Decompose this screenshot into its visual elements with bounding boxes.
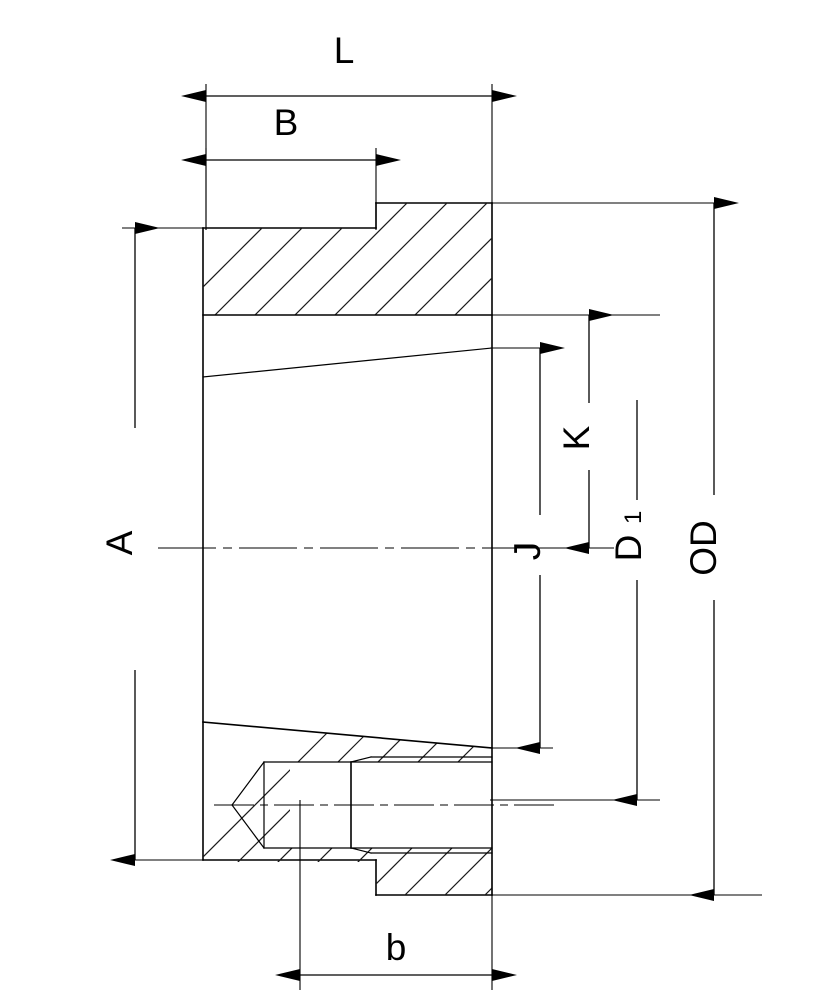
dim-label-D1-subscript: 1 xyxy=(620,511,647,524)
dimension-L: L xyxy=(181,30,517,230)
dimension-D1: D 1 xyxy=(490,314,660,806)
upper-taper-line xyxy=(202,347,493,378)
dim-label-K: K xyxy=(556,425,597,450)
dim-label-A: A xyxy=(99,530,140,555)
dimension-K: K xyxy=(490,309,614,554)
dim-label-J: J xyxy=(507,542,548,561)
body-outline xyxy=(202,202,493,896)
threaded-hole-detail xyxy=(214,756,560,854)
hole-cone-lower xyxy=(231,804,265,849)
hole-cone-upper xyxy=(231,761,265,806)
dimension-OD: OD xyxy=(490,197,762,901)
hatch-upper xyxy=(203,203,492,315)
hatch-lower xyxy=(203,729,492,895)
dimension-b: b xyxy=(275,800,517,990)
dimension-B: B xyxy=(181,102,401,230)
dim-label-B: B xyxy=(274,102,299,143)
dim-label-L: L xyxy=(334,30,355,71)
hole-thread-chamfer-top xyxy=(350,756,372,763)
dimension-J: J xyxy=(490,342,565,754)
dim-label-D1-group: D 1 xyxy=(608,511,649,562)
dim-label-D1: D xyxy=(608,535,649,562)
dim-label-b: b xyxy=(386,927,407,968)
dimension-A: A xyxy=(99,222,205,866)
lower-taper-line xyxy=(202,721,493,749)
dim-label-OD: OD xyxy=(683,520,724,576)
section-boundaries xyxy=(202,314,493,749)
hole-thread-chamfer-bottom xyxy=(350,847,372,854)
